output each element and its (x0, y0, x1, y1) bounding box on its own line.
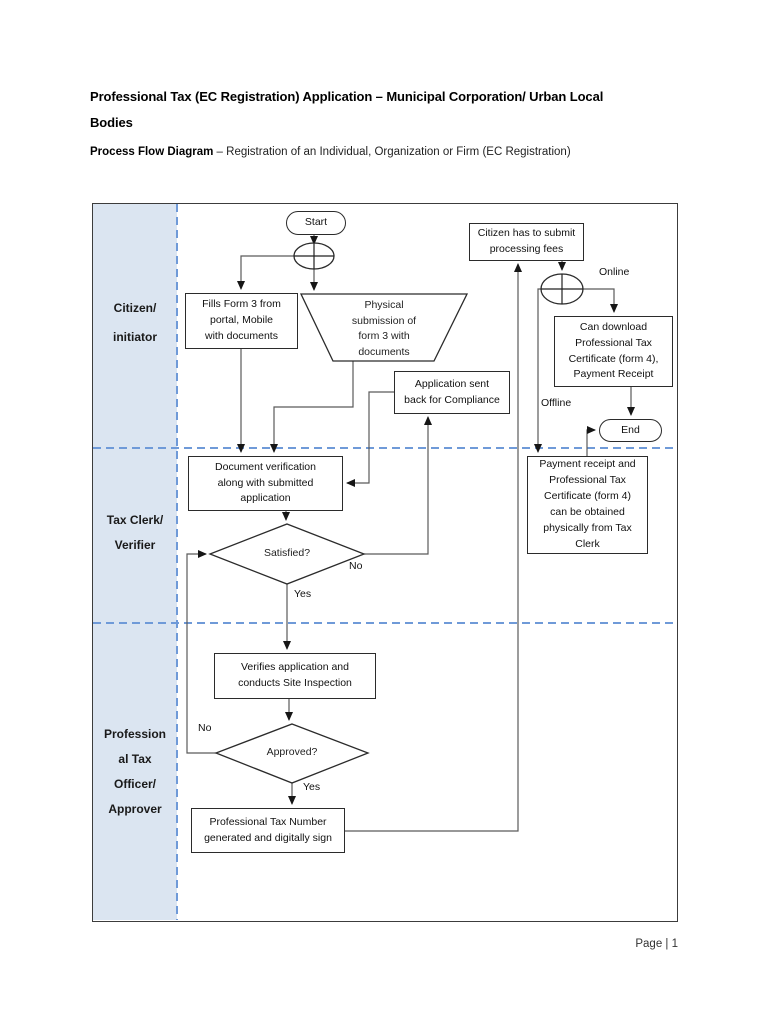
manual-input-trapezoid (299, 293, 469, 362)
edge-label-satisfied-no: No (349, 560, 363, 572)
edge-label-approved-yes: Yes (303, 781, 321, 793)
fills-form3-node: Fills Form 3 from portal, Mobile with do… (185, 293, 298, 349)
edge-label-offline: Offline (541, 397, 572, 409)
edge-label-approved-no: No (198, 722, 212, 734)
verifies-inspection-node: Verifies application and conducts Site I… (214, 653, 376, 699)
lane-label-pto: Profession al Tax Officer/ Approver (103, 727, 166, 816)
approved-diamond (214, 723, 370, 784)
page-subtitle: Process Flow Diagram – Registration of a… (90, 146, 710, 158)
doc-verification-node: Document verification along with submitt… (188, 456, 343, 511)
approved-decision-label: Approved? (266, 746, 318, 758)
swimlane-header-column (93, 204, 177, 920)
start-node: Start (286, 211, 346, 235)
end-node: End (599, 419, 662, 442)
ptn-generated-node: Professional Tax Number generated and di… (191, 808, 345, 853)
subtitle-bold-part: Process Flow Diagram (90, 146, 214, 158)
lane-label-tax-clerk: Tax Clerk/ Verifier (106, 513, 164, 552)
connector-lines (186, 235, 635, 832)
edge-label-online: Online (599, 266, 630, 278)
citizen-fees-node: Citizen has to submit processing fees (469, 223, 584, 261)
physical-submission-node: Physical submission of form 3 with docum… (351, 299, 417, 358)
lane-label-citizen: Citizen/ initiator (113, 301, 157, 344)
flowchart-connectors (93, 204, 676, 920)
page-number: Page | 1 (635, 938, 678, 950)
satisfied-diamond (208, 523, 366, 585)
page-title: Professional Tax (EC Registration) Appli… (90, 89, 604, 130)
can-download-node: Can download Professional Tax Certificat… (554, 316, 673, 387)
payment-receipt-node: Payment receipt and Professional Tax Cer… (527, 456, 648, 554)
app-sent-back-node: Application sent back for Compliance (394, 371, 510, 414)
subtitle-rest-part: – Registration of an Individual, Organiz… (213, 146, 571, 158)
flowchart-shapes (208, 242, 584, 784)
satisfied-decision-label: Satisfied? (263, 547, 311, 559)
junction-cross-lines (294, 243, 583, 304)
edge-label-satisfied-yes: Yes (294, 588, 312, 600)
lane-divider-lines (93, 204, 676, 920)
flow-diagram-region: Citizen/ initiator Tax Clerk/ Verifier P… (92, 203, 678, 922)
